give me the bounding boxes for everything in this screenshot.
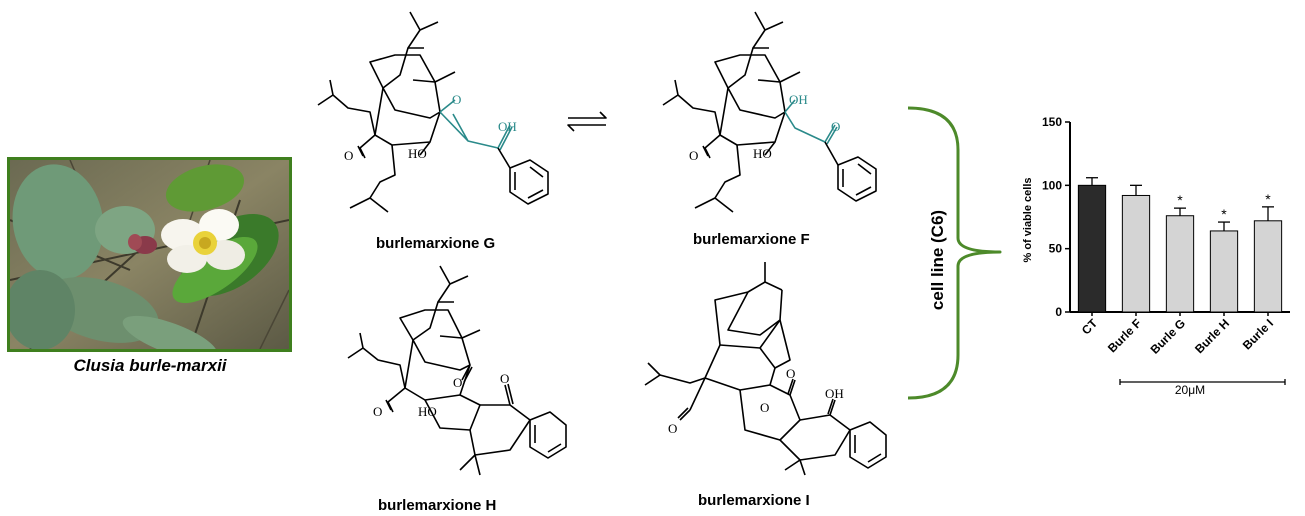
atom-label: OH [789, 92, 808, 107]
significance-marker: * [1221, 206, 1227, 222]
atom-label: HO [418, 404, 437, 419]
y-tick-label: 0 [1055, 305, 1062, 319]
label-burlemarxione-i: burlemarxione I [698, 492, 810, 509]
atom-label: HO [408, 146, 427, 161]
structure-h [347, 265, 567, 476]
atom-label: OH [825, 386, 844, 401]
label-burlemarxione-g: burlemarxione G [376, 235, 495, 252]
bar [1165, 215, 1195, 313]
atom-label: HO [753, 146, 772, 161]
atom-label: O [452, 92, 461, 107]
x-tick-label: Burle H [1192, 316, 1232, 356]
atom-label: O [373, 404, 382, 419]
species-caption: Clusia burle-marxii [73, 356, 227, 375]
plant-photo [7, 157, 292, 352]
y-tick-label: 50 [1049, 242, 1063, 256]
x-tick-label: Burle F [1105, 316, 1144, 355]
bar [1209, 230, 1239, 313]
significance-marker: * [1177, 192, 1183, 208]
bar [1077, 184, 1107, 313]
atom-label: O [760, 400, 769, 415]
bar [1121, 194, 1151, 313]
concentration-label: 20μM [1174, 383, 1206, 397]
label-burlemarxione-h: burlemarxione H [378, 497, 496, 514]
structure-g [317, 11, 456, 213]
atom-label: O [344, 148, 353, 163]
structure-g-highlight [439, 99, 513, 151]
atom-label: OH [498, 119, 517, 134]
x-tick-label: CT [1079, 316, 1101, 338]
atom-label: O [689, 148, 698, 163]
structure-f [662, 11, 801, 213]
y-tick-label: 100 [1042, 178, 1062, 192]
structure-i [644, 262, 887, 476]
atom-label: O [668, 421, 677, 436]
atom-label: O [453, 375, 462, 390]
label-burlemarxione-f: burlemarxione F [693, 231, 810, 248]
y-tick-label: 150 [1042, 115, 1062, 129]
atom-label: O [831, 119, 840, 134]
x-tick-label: Burle G [1148, 316, 1189, 357]
atom-label: O [500, 371, 509, 386]
cell-line-label: cell line (C6) [928, 209, 947, 311]
significance-marker: * [1265, 191, 1271, 207]
structure-f-highlight [784, 99, 838, 145]
bar [1253, 220, 1283, 313]
atom-label: O [786, 366, 795, 381]
grouping-brace [907, 106, 1002, 400]
x-tick-label: Burle I [1240, 316, 1276, 352]
